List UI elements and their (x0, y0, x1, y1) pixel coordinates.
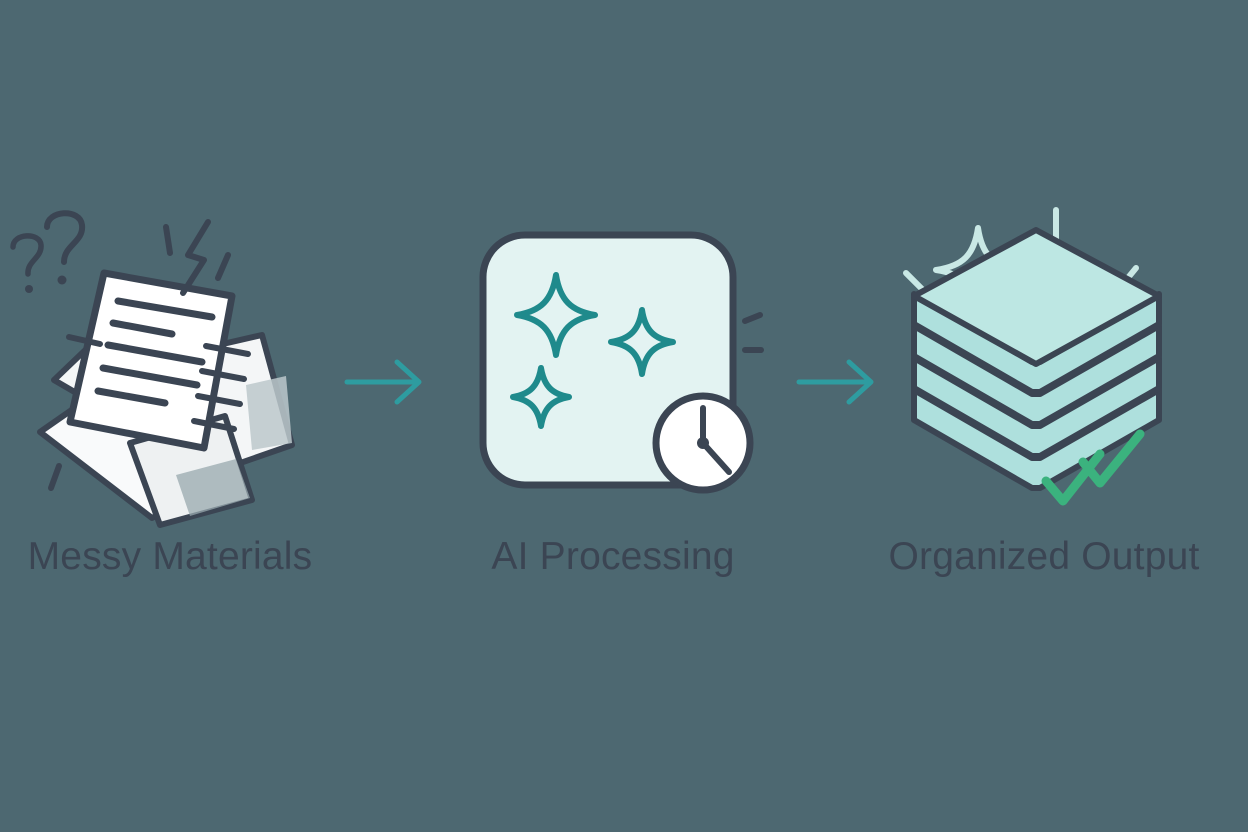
motion-dash-pair (742, 312, 764, 353)
arrow-ai-to-output (787, 352, 887, 412)
motion-dash-bottom (48, 463, 62, 491)
paper-right-lines (191, 343, 251, 432)
step-label-organized-output: Organized Output (888, 535, 1200, 578)
ai-sparkle-box-icon (443, 200, 783, 530)
motion-dash-right (215, 252, 231, 281)
sparkle-small (510, 365, 572, 429)
arrow-messy-to-ai (335, 352, 435, 412)
question-mark-large (44, 210, 86, 285)
clock-minute-hand (700, 440, 732, 475)
paper-lower-right (127, 413, 255, 528)
arrow-right-icon (344, 359, 422, 405)
paper-left-line (66, 334, 103, 347)
clock-badge (652, 392, 754, 494)
stack-layer-1-top (911, 227, 1162, 395)
checkmark-small (1041, 449, 1105, 506)
step-messy-materials: Messy Materials (0, 200, 340, 620)
arrow-right-icon (796, 359, 874, 405)
step-label-messy-materials: Messy Materials (27, 535, 313, 578)
question-mark-small (10, 233, 44, 293)
sparkle-large (514, 272, 598, 358)
organized-stack-icon (874, 200, 1214, 530)
clock-center-pin (697, 437, 709, 449)
sparkle-medium (608, 307, 676, 377)
paper-text-lines (94, 297, 216, 407)
step-label-ai-processing: AI Processing (491, 535, 735, 578)
step-organized-output: Organized Output (874, 200, 1214, 620)
lightning-bolt (180, 219, 211, 296)
step-ai-processing: AI Processing (443, 200, 783, 620)
motion-dash-left (163, 224, 173, 256)
messy-papers-icon (0, 200, 340, 530)
